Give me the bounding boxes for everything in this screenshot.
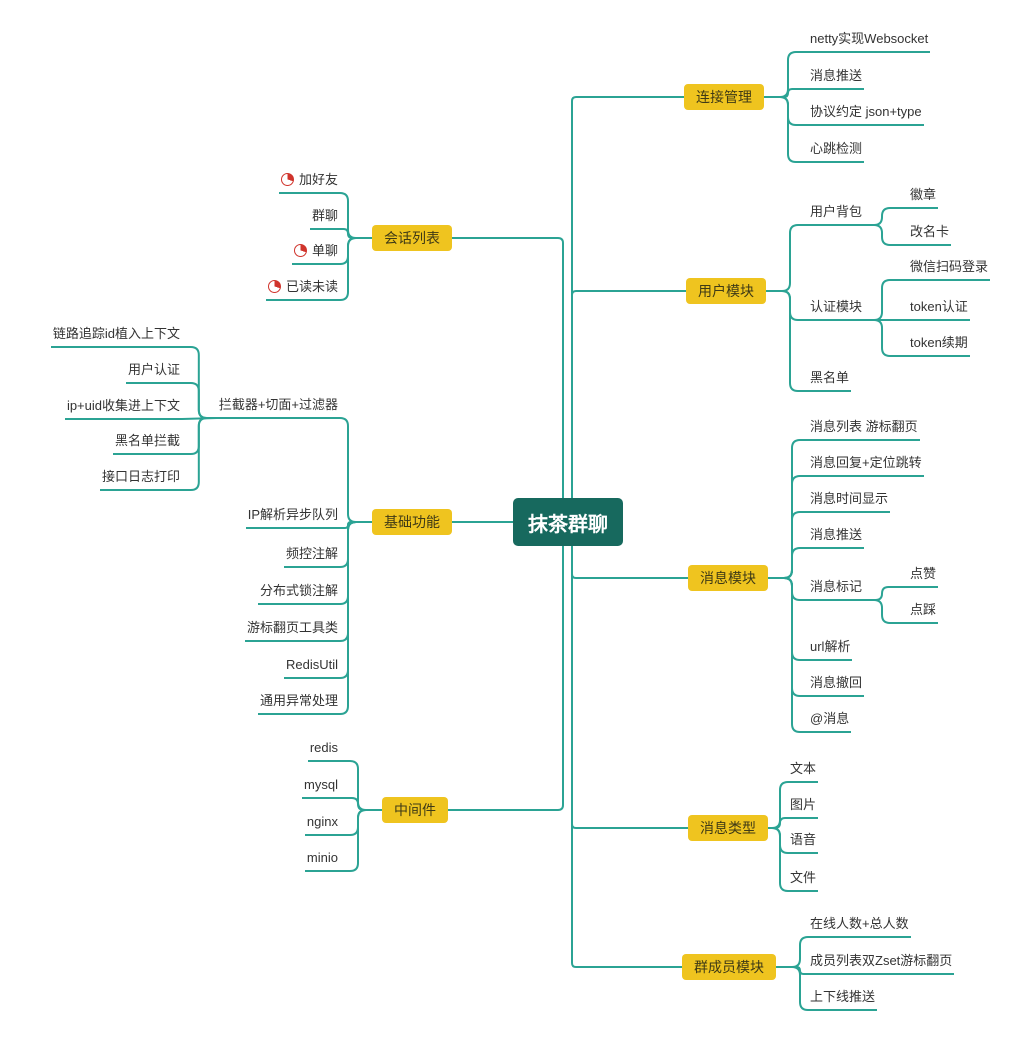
branch-session-list[interactable]: 会话列表	[372, 225, 452, 251]
leaf-at-message[interactable]: @消息	[808, 710, 852, 733]
leaf-read-unread[interactable]: 已读未读	[265, 278, 340, 301]
leaf-dislike[interactable]: 点踩	[908, 601, 939, 624]
branch-connection-management[interactable]: 连接管理	[684, 84, 764, 110]
leaf-message-reply-jump[interactable]: 消息回复+定位跳转	[808, 454, 924, 477]
leaf-netty-websocket[interactable]: netty实现Websocket	[808, 30, 931, 53]
leaf-redis[interactable]: redis	[307, 739, 340, 762]
leaf-blacklist-intercept[interactable]: 黑名单拦截	[112, 432, 182, 455]
leaf-message-recall[interactable]: 消息撤回	[808, 674, 865, 697]
branch-basic-functions[interactable]: 基础功能	[372, 509, 452, 535]
leaf-protocol-json-type[interactable]: 协议约定 json+type	[808, 103, 924, 126]
leaf-message-list-cursor[interactable]: 消息列表 游标翻页	[808, 418, 920, 441]
leaf-image[interactable]: 图片	[788, 796, 819, 819]
leaf-minio[interactable]: minio	[304, 849, 340, 872]
leaf-ip-parse-async-queue[interactable]: IP解析异步队列	[245, 506, 340, 529]
leaf-auth-module[interactable]: 认证模块	[808, 298, 865, 321]
leaf-message-time-display[interactable]: 消息时间显示	[808, 490, 891, 513]
leaf-blacklist[interactable]: 黑名单	[808, 369, 852, 392]
pie-icon	[267, 280, 281, 293]
leaf-badge[interactable]: 徽章	[908, 186, 939, 209]
branch-message-type[interactable]: 消息类型	[688, 815, 768, 841]
leaf-online-offline-push[interactable]: 上下线推送	[808, 988, 878, 1011]
leaf-nginx[interactable]: nginx	[304, 813, 340, 836]
central-topic[interactable]: 抹茶群聊	[513, 498, 623, 546]
branch-user-module[interactable]: 用户模块	[686, 278, 766, 304]
branch-middleware[interactable]: 中间件	[382, 797, 448, 823]
leaf-online-total-count[interactable]: 在线人数+总人数	[808, 915, 911, 938]
branch-message-module[interactable]: 消息模块	[688, 565, 768, 591]
leaf-wechat-scan-login[interactable]: 微信扫码登录	[908, 258, 991, 281]
leaf-url-parse[interactable]: url解析	[808, 638, 853, 661]
leaf-heartbeat-detect[interactable]: 心跳检测	[808, 140, 865, 163]
leaf-text[interactable]: 文本	[788, 760, 819, 783]
leaf-message-mark[interactable]: 消息标记	[808, 578, 865, 601]
leaf-voice[interactable]: 语音	[788, 831, 819, 854]
leaf-mysql[interactable]: mysql	[302, 776, 340, 799]
leaf-token-renewal[interactable]: token续期	[908, 334, 970, 357]
leaf-label: 加好友	[298, 172, 338, 187]
pie-icon	[280, 173, 294, 186]
leaf-file[interactable]: 文件	[788, 869, 819, 892]
leaf-user-auth[interactable]: 用户认证	[125, 361, 182, 384]
leaf-cursor-page-util[interactable]: 游标翻页工具类	[244, 619, 340, 642]
pie-icon	[293, 244, 307, 257]
leaf-common-exception-handling[interactable]: 通用异常处理	[257, 692, 340, 715]
leaf-interceptor-aspect-filter[interactable]: 拦截器+切面+过滤器	[216, 396, 340, 419]
leaf-rename-card[interactable]: 改名卡	[908, 223, 952, 246]
leaf-member-list-zset[interactable]: 成员列表双Zset游标翻页	[808, 952, 955, 975]
leaf-like[interactable]: 点赞	[908, 565, 939, 588]
leaf-rate-limit-annotation[interactable]: 频控注解	[283, 545, 340, 568]
leaf-group-chat[interactable]: 群聊	[309, 207, 340, 230]
leaf-redis-util[interactable]: RedisUtil	[283, 656, 340, 679]
leaf-message-push[interactable]: 消息推送	[808, 67, 865, 90]
leaf-label: 已读未读	[285, 279, 338, 294]
branch-group-members[interactable]: 群成员模块	[682, 954, 776, 980]
leaf-single-chat[interactable]: 单聊	[291, 242, 340, 265]
leaf-token-auth[interactable]: token认证	[908, 298, 970, 321]
leaf-message-push[interactable]: 消息推送	[808, 526, 865, 549]
leaf-distributed-lock-annotation[interactable]: 分布式锁注解	[257, 582, 340, 605]
leaf-add-friend[interactable]: 加好友	[278, 171, 340, 194]
leaf-api-log-print[interactable]: 接口日志打印	[99, 468, 182, 491]
leaf-label: 单聊	[311, 243, 338, 258]
leaf-trace-id-context[interactable]: 链路追踪id植入上下文	[50, 325, 182, 348]
leaf-user-backpack[interactable]: 用户背包	[808, 203, 865, 226]
leaf-ip-uid-context[interactable]: ip+uid收集进上下文	[64, 397, 182, 420]
